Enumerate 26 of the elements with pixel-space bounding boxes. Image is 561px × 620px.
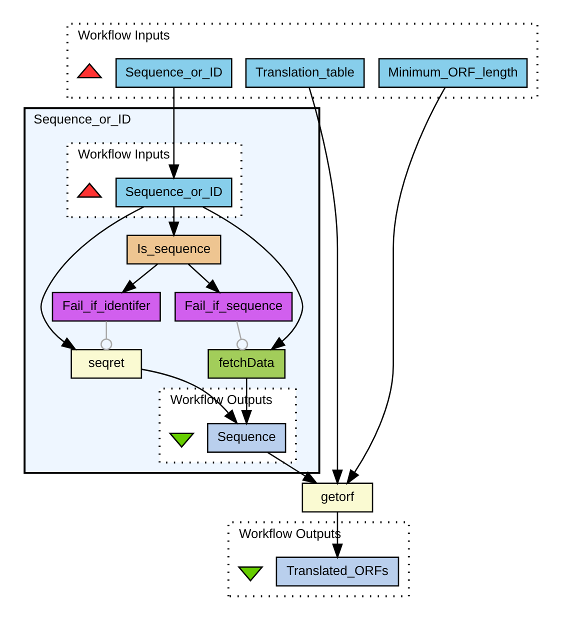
node-triangle	[76, 182, 102, 198]
arrow	[308, 88, 342, 486]
node-box: Sequence_or_ID	[114, 178, 232, 208]
node-triangle	[168, 432, 194, 448]
connector	[100, 321, 112, 350]
arrow	[187, 264, 220, 294]
node-box: Fail_if_sequence	[174, 292, 292, 322]
arrow	[168, 207, 179, 238]
arrow	[120, 264, 158, 294]
node-box: Is_sequence	[126, 234, 221, 265]
node-triangle	[76, 62, 102, 78]
node-box: Fail_if_identifer	[51, 292, 160, 322]
node-box: Sequence_or_ID	[114, 58, 232, 88]
node-box: getorf	[301, 482, 373, 513]
arrow	[332, 512, 342, 560]
node-box: Sequence	[206, 422, 286, 453]
arrow	[346, 87, 446, 485]
node-box: Translation_table	[244, 58, 364, 88]
node-box: fetchData	[207, 348, 286, 379]
node-box: seqret	[70, 348, 142, 379]
arrow	[168, 88, 179, 180]
node-box: Minimum_ORF_length	[378, 58, 528, 88]
node-triangle	[236, 566, 264, 582]
connector	[236, 321, 248, 350]
node-box: Translated_ORFs	[275, 556, 399, 587]
arrow	[266, 452, 318, 484]
